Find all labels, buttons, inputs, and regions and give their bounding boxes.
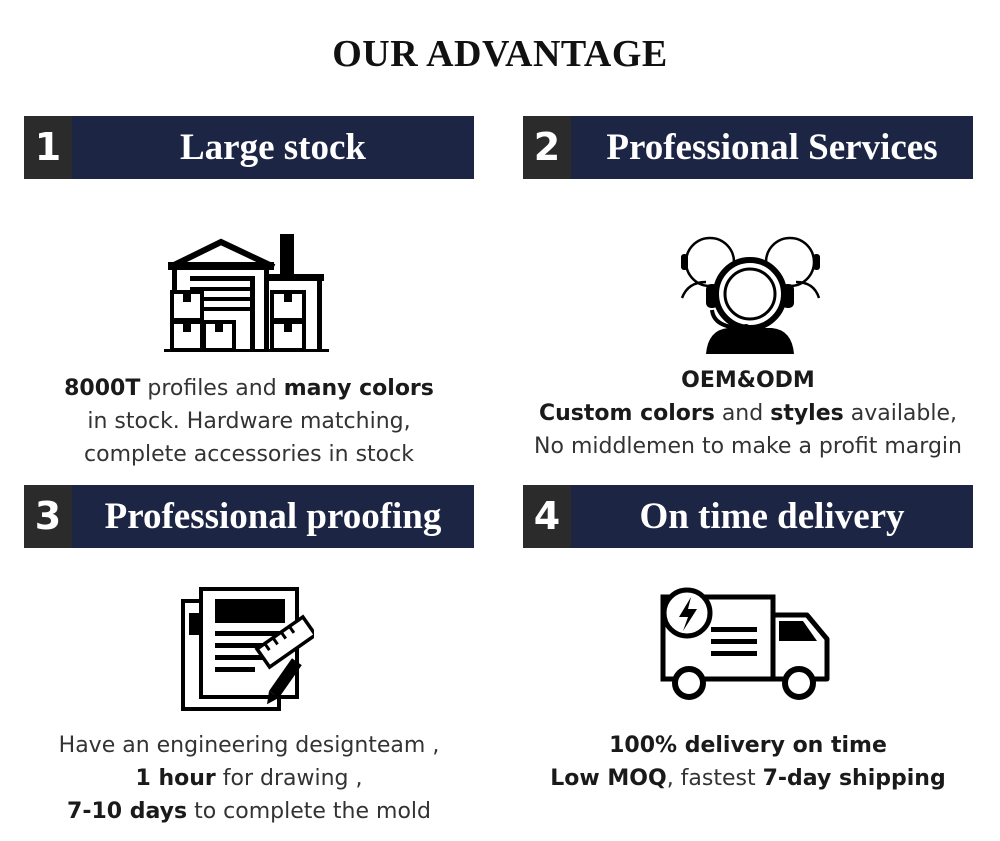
card-number: 4 <box>523 485 571 548</box>
description-line: Have an engineering designteam , <box>0 729 504 762</box>
card-number: 2 <box>523 116 571 179</box>
card-number: 3 <box>24 485 72 548</box>
description-line: in stock. Hardware matching, <box>0 405 504 438</box>
description-text: No middlemen to make a profit margin <box>534 434 962 459</box>
description-text: and <box>714 401 771 426</box>
highlight-text: 7-10 days <box>67 799 188 824</box>
description-text: in stock. Hardware matching, <box>87 409 411 434</box>
card-header-bar <box>523 116 973 179</box>
highlight-text: 1 hour <box>135 766 216 791</box>
highlight-text: 8000T <box>64 376 141 401</box>
description-text: Have an engineering designteam , <box>58 733 440 758</box>
highlight-text: OEM&ODM <box>681 368 815 393</box>
page-title: OUR ADVANTAGE <box>332 33 668 75</box>
description-line: complete accessories in stock <box>0 438 504 471</box>
card-header-bar <box>24 116 474 179</box>
customer-service-headset-icon <box>680 236 821 354</box>
document-drawing-icon <box>181 587 314 711</box>
highlight-text: Custom colors <box>538 401 715 426</box>
description-line: 1 hour for drawing , <box>0 762 504 795</box>
card-heading: Large stock <box>180 127 366 168</box>
highlight-text: 100% delivery on time <box>609 733 887 758</box>
description-text: for drawing , <box>215 766 363 791</box>
card-description: OEM&ODM Custom colors and styles availabl… <box>493 364 1000 463</box>
card-header-bar <box>523 485 973 548</box>
description-text: profiles and <box>140 376 284 401</box>
description-text: to complete the mold <box>187 799 431 824</box>
delivery-truck-icon <box>660 587 830 700</box>
description-text: available, <box>843 401 958 426</box>
card-description: 8000T profiles and many colors in stock. … <box>0 372 504 471</box>
description-line: OEM&ODM <box>493 364 1000 397</box>
card-header-bar <box>24 485 474 548</box>
highlight-text: many colors <box>283 376 434 401</box>
highlight-text: 7-day shipping <box>762 766 946 791</box>
description-line: No middlemen to make a profit margin <box>493 430 1000 463</box>
highlight-text: Low MOQ <box>550 766 667 791</box>
card-number: 1 <box>24 116 72 179</box>
card-heading: On time delivery <box>639 496 905 537</box>
warehouse-icon <box>164 234 329 352</box>
card-heading: Professional proofing <box>104 496 442 537</box>
description-line: Low MOQ, fastest 7-day shipping <box>493 762 1000 795</box>
card-description: Have an engineering designteam , 1 hour f… <box>0 729 504 828</box>
description-line: 100% delivery on time <box>493 729 1000 762</box>
highlight-text: styles <box>770 401 844 426</box>
description-line: 7-10 days to complete the mold <box>0 795 504 828</box>
description-text: , fastest <box>666 766 763 791</box>
description-line: 8000T profiles and many colors <box>0 372 504 405</box>
description-text: complete accessories in stock <box>84 442 414 467</box>
description-line: Custom colors and styles available, <box>493 397 1000 430</box>
card-heading: Professional Services <box>606 127 938 168</box>
